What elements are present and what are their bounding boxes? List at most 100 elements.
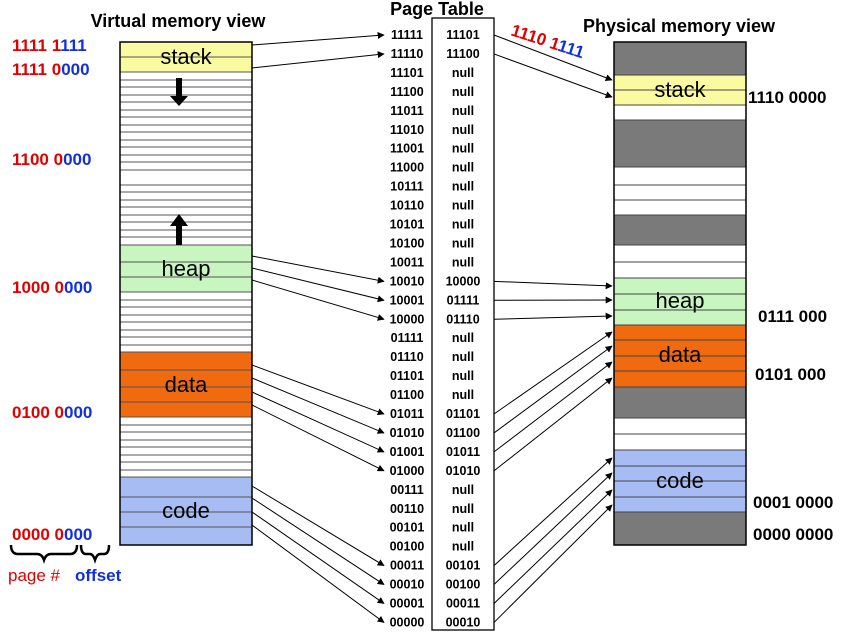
pt-vpn: 01110 — [390, 350, 423, 364]
physical-memory-box — [613, 41, 747, 546]
pt-vpn: 10000 — [390, 312, 425, 326]
pagetable-to-physical-arrow — [493, 312, 613, 320]
pt-vpn: 11011 — [390, 104, 423, 118]
virtual-segment-code — [120, 477, 252, 545]
pt-ppn: null — [452, 123, 474, 137]
pagetable-to-physical-arrow — [493, 377, 613, 472]
pt-vpn: 10011 — [390, 255, 424, 269]
virtual-label-code: code — [162, 498, 210, 523]
offset-brace — [79, 544, 111, 564]
virtual-to-pagetable-arrow — [251, 255, 385, 284]
page-table-box — [431, 17, 495, 631]
pt-ppn: null — [452, 350, 474, 364]
pt-ppn: null — [452, 218, 474, 232]
page-table-title: Page Table — [390, 0, 484, 19]
pt-ppn: null — [452, 521, 474, 535]
pt-vpn: 01001 — [390, 445, 425, 459]
stack-growth-arrow-shaft — [176, 78, 182, 98]
page-number-legend: page # — [8, 566, 61, 585]
pt-vpn: 11010 — [390, 123, 424, 137]
stack-growth-arrow-head — [170, 96, 188, 106]
virtual-to-pagetable-arrow — [251, 391, 385, 453]
physical-label-stack: stack — [654, 77, 706, 102]
pagetable-to-physical-arrow — [493, 457, 613, 566]
pagetable-to-physical-arrow — [493, 345, 613, 434]
pt-ppn: null — [452, 540, 474, 554]
pt-vpn: 00111 — [390, 483, 423, 497]
page-number-brace — [9, 544, 79, 564]
virtual-address-stack-bottom: 1111 0000 — [12, 60, 90, 79]
mapping-arrows — [251, 31, 613, 623]
pt-ppn: 00011 — [446, 597, 480, 611]
pt-ppn: 11100 — [446, 47, 479, 61]
virtual-to-pagetable-arrow — [251, 485, 385, 567]
pt-vpn: 01101 — [390, 369, 424, 383]
physical-address-stack: 1110 0000 — [748, 88, 826, 107]
pt-ppn: null — [452, 161, 474, 175]
pt-vpn: 11110 — [391, 47, 424, 61]
pt-vpn: 11100 — [390, 85, 423, 99]
physical-label-heap: heap — [656, 288, 705, 313]
virtual-memory-box — [119, 41, 253, 546]
pt-vpn: 00000 — [390, 615, 425, 629]
pt-vpn: 11101 — [390, 66, 423, 80]
physical-address-code: 0001 0000 — [753, 493, 833, 512]
virtual-address-1100: 1100 0000 — [12, 150, 91, 169]
pt-ppn: null — [452, 483, 474, 497]
virtual-to-pagetable-arrow — [251, 404, 385, 472]
physical-block-used — [614, 42, 746, 75]
heap-growth-arrow-head — [170, 214, 188, 226]
virtual-to-pagetable-arrow — [251, 377, 385, 434]
virtual-address-0000: 0000 0000 — [12, 525, 92, 544]
physical-block-heap — [614, 278, 746, 325]
pt-vpn: 10001 — [390, 293, 425, 307]
pagetable-to-physical-arrow — [493, 34, 613, 82]
pt-ppn: 01110 — [446, 312, 479, 326]
pt-ppn: 00100 — [446, 578, 481, 592]
virtual-label-heap: heap — [162, 256, 211, 281]
pt-ppn: 10000 — [446, 274, 481, 288]
pt-vpn: 10010 — [390, 274, 425, 288]
pt-vpn: 11001 — [390, 142, 424, 156]
physical-address-heap: 0111 000 — [758, 307, 827, 326]
physical-block-used — [614, 120, 746, 167]
virtual-address-0100: 0100 0000 — [12, 403, 92, 422]
pt-ppn: 11101 — [446, 28, 479, 42]
offset-legend: offset — [75, 566, 122, 585]
virtual-to-pagetable-arrow — [251, 267, 385, 303]
physical-block-used — [614, 215, 746, 245]
pt-ppn: null — [452, 66, 474, 80]
physical-memory-title: Physical memory view — [583, 16, 776, 36]
pt-vpn: 00101 — [390, 521, 425, 535]
physical-block-used — [614, 387, 746, 418]
pagetable-to-physical-arrow — [493, 472, 613, 585]
pt-vpn: 00100 — [390, 540, 425, 554]
physical-address-data: 0101 000 — [755, 365, 826, 384]
pt-vpn: 11000 — [390, 161, 424, 175]
pt-vpn: 01100 — [390, 388, 424, 402]
physical-label-code: code — [656, 468, 704, 493]
physical-label-data: data — [659, 342, 703, 367]
virtual-segment-heap — [120, 245, 252, 292]
pt-vpn: 00010 — [390, 578, 425, 592]
virtual-to-pagetable-arrow — [251, 511, 385, 604]
pt-vpn: 01111 — [391, 331, 424, 345]
physical-memory-column: stack heap data code — [613, 41, 747, 546]
pt-vpn: 00110 — [390, 502, 424, 516]
pt-vpn: 10100 — [390, 236, 425, 250]
virtual-address-stack-top: 1111 1111 — [12, 36, 87, 55]
pt-ppn: 01101 — [446, 407, 480, 421]
physical-block-used — [614, 512, 746, 545]
virtual-memory-title: Virtual memory view — [91, 11, 267, 31]
pt-vpn: 10101 — [390, 218, 425, 232]
pt-vpn: 01010 — [390, 426, 425, 440]
virtual-label-stack: stack — [160, 44, 212, 69]
virtual-to-pagetable-arrow — [251, 279, 385, 321]
virtual-address-1000: 1000 0000 — [12, 278, 92, 297]
pagetable-to-physical-arrow — [493, 489, 613, 604]
pagetable-to-physical-arrow — [493, 504, 613, 623]
pt-ppn: null — [452, 236, 474, 250]
